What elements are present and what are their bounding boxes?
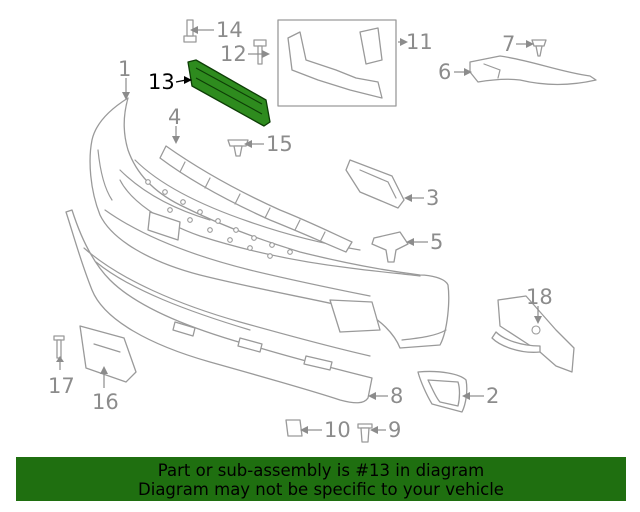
part-11-detail-box[interactable] [277, 19, 397, 107]
part-7-push-clip[interactable] [531, 39, 547, 57]
part-4-trim-strip[interactable] [159, 145, 353, 253]
part-13-reinforcement-highlight[interactable] [187, 59, 271, 127]
part-5-clip[interactable] [371, 231, 409, 263]
leader-lines [56, 26, 542, 434]
callout-17: 17 [48, 374, 75, 398]
banner-line-1: Part or sub-assembly is #13 in diagram [157, 461, 485, 480]
callout-2: 2 [486, 384, 499, 408]
callout-12: 12 [220, 42, 247, 66]
part-16-end-piece[interactable] [79, 325, 137, 383]
callout-16: 16 [92, 390, 119, 414]
callout-1: 1 [118, 57, 131, 81]
callout-14: 14 [216, 18, 243, 42]
part-8-lower-valance[interactable] [65, 209, 373, 404]
callout-18: 18 [526, 285, 553, 309]
callout-15: 15 [266, 132, 293, 156]
info-banner: Part or sub-assembly is #13 in diagram D… [16, 457, 626, 501]
callout-labels: 1 2 3 4 5 6 7 8 9 10 11 12 13 14 15 16 1… [48, 18, 553, 442]
callout-6: 6 [438, 60, 451, 84]
part-17-pin[interactable] [53, 335, 65, 359]
callout-9: 9 [388, 418, 401, 442]
parts-diagram: 1 2 3 4 5 6 7 8 9 10 11 12 13 14 15 16 1… [48, 18, 597, 443]
callout-4: 4 [168, 105, 181, 129]
callout-3: 3 [426, 186, 439, 210]
callout-7: 7 [502, 32, 515, 56]
part-14-screw[interactable] [183, 19, 197, 43]
callout-13: 13 [148, 70, 175, 94]
callout-11: 11 [406, 30, 433, 54]
callout-8: 8 [390, 384, 403, 408]
callout-5: 5 [430, 230, 443, 254]
callout-10: 10 [324, 418, 351, 442]
banner-line-2: Diagram may not be specific to your vehi… [138, 480, 504, 499]
part-2-fog-bezel[interactable] [417, 370, 468, 413]
part-18-tow-hook[interactable] [491, 295, 575, 373]
part-9-bolt[interactable] [357, 423, 373, 443]
part-1-bumper-cover[interactable] [89, 97, 450, 349]
part-3-bracket[interactable] [345, 159, 405, 209]
part-6-step-pad[interactable] [469, 55, 597, 86]
part-15-push-pin[interactable] [227, 139, 249, 157]
part-12-bolt[interactable] [253, 39, 267, 65]
part-10-nut-clip[interactable] [285, 419, 303, 437]
bumper-holes [145, 179, 293, 259]
